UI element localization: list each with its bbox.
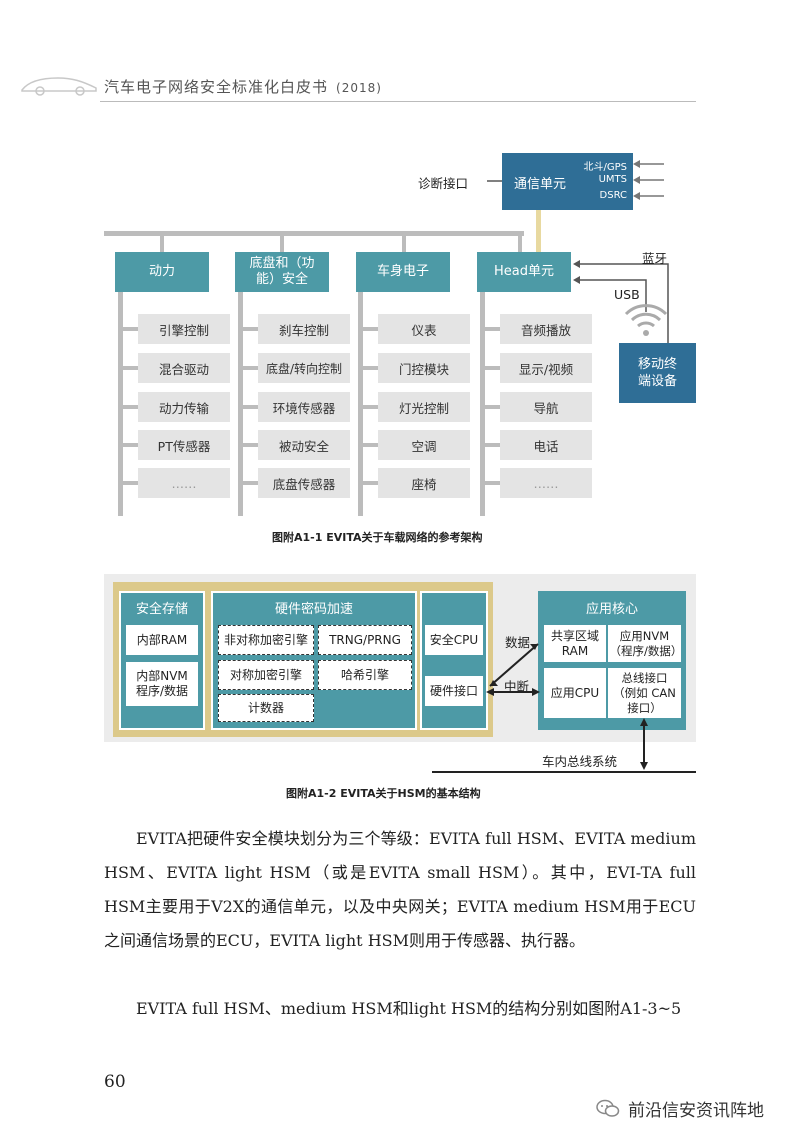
bus-interface: 总线接口 （例如 CAN接口） [608,668,681,718]
link-umts: UMTS [598,174,627,185]
item-more-1: …… [138,468,230,498]
wifi-icon [624,304,668,328]
domain-chassis-safety: 底盘和（功能）安全 [235,252,329,292]
usb-label: USB [614,287,640,302]
counter: 计数器 [218,694,314,722]
item-chassis-sensor: 底盘传感器 [258,468,350,498]
shared-ram-label: 共享区域 RAM [550,628,599,658]
app-cpu: 应用CPU [544,668,606,718]
app-nvm: 应用NVM （程序/数据） [608,625,683,662]
bus-interface-label: 总线接口 （例如 CAN接口） [613,670,676,715]
hash-engine: 哈希引擎 [318,660,412,690]
secure-cpu-column [420,591,488,730]
header-rule [100,101,696,102]
internal-ram: 内部RAM [126,625,198,655]
figure1-connectors [104,160,669,516]
data-label: 数据 [505,635,531,650]
item-brake-control: 刹车控制 [258,314,350,344]
domain-chassis-safety-label: 底盘和（功能）安全 [249,256,315,287]
crypto-accel-title: 硬件密码加速 [274,602,353,617]
app-nvm-label: 应用NVM （程序/数据） [609,628,683,658]
comm-unit-title: 通信单元 [514,177,567,192]
domain-head-unit: Head单元 [477,252,571,292]
item-phone: 电话 [500,430,592,460]
item-engine-control: 引擎控制 [138,314,230,344]
secure-storage-box [119,591,205,730]
trng-prng: TRNG/PRNG [318,625,412,655]
link-dsrc: DSRC [599,190,627,201]
body-paragraph-2: EVITA full HSM、medium HSM和light HSM的结构分别… [136,999,682,1018]
comm-unit-box: 通信单元 北斗/GPS UMTS DSRC [502,153,633,210]
secure-cpu: 安全CPU [425,625,483,655]
running-header: 汽车电子网络安全标准化白皮书 (2018) [104,76,382,97]
domain-powertrain: 动力 [115,252,209,292]
figure2-caption: 图附A1-2 EVITA关于HSM的基本结构 [286,787,481,800]
page-number: 60 [104,1072,126,1092]
header-year: (2018) [336,81,382,95]
car-logo-icon [21,77,97,96]
item-passive-safety: 被动安全 [258,430,350,460]
item-more-4: …… [500,468,592,498]
app-core-title: 应用核心 [585,602,638,617]
mobile-device-label: 移动终端设备 [637,357,677,389]
secure-storage-title: 安全存储 [135,602,188,617]
body-paragraph-1: EVITA把硬件安全模块划分为三个等级：EVITA full HSM、EVITA… [104,829,696,950]
item-seat: 座椅 [378,468,470,498]
figure1-caption: 图附A1-1 EVITA关于车载网络的参考架构 [272,531,483,544]
hardware-interface: 硬件接口 [425,676,483,706]
item-display-video: 显示/视频 [500,353,592,383]
sym-crypto-engine: 对称加密引擎 [218,660,314,690]
watermark-text: 前沿信安资讯阵地 [628,1101,764,1121]
item-env-sensor: 环境传感器 [258,392,350,422]
item-navigation: 导航 [500,392,592,422]
internal-nvm: 内部NVM 程序/数据 [126,662,198,706]
item-instrument: 仪表 [378,314,470,344]
bluetooth-label: 蓝牙 [642,251,668,266]
item-hybrid-drive: 混合驱动 [138,353,230,383]
item-transmission: 动力传输 [138,392,230,422]
figure2-arrows [432,643,696,773]
diagnostic-interface-label: 诊断接口 [418,176,469,191]
shared-ram: 共享区域 RAM [544,625,606,662]
item-light-control: 灯光控制 [378,392,470,422]
item-door-module: 门控模块 [378,353,470,383]
wechat-icon [596,1099,620,1117]
link-beidou-gps: 北斗/GPS [583,162,628,173]
in-vehicle-bus-label: 车内总线系统 [542,754,618,769]
internal-nvm-label: 内部NVM 程序/数据 [135,669,189,698]
item-pt-sensor: PT传感器 [138,430,230,460]
header-title: 汽车电子网络安全标准化白皮书 [104,78,329,96]
domain-body-electronics: 车身电子 [356,252,450,292]
watermark: 前沿信安资讯阵地 [596,1096,764,1121]
mobile-device-box: 移动终端设备 [619,343,696,403]
item-air-conditioning: 空调 [378,430,470,460]
item-chassis-steering: 底盘/转向控制 [258,353,350,383]
asym-crypto-engine: 非对称加密引擎 [218,625,314,655]
item-audio-playback: 音频播放 [500,314,592,344]
interrupt-label: 中断 [504,679,530,694]
